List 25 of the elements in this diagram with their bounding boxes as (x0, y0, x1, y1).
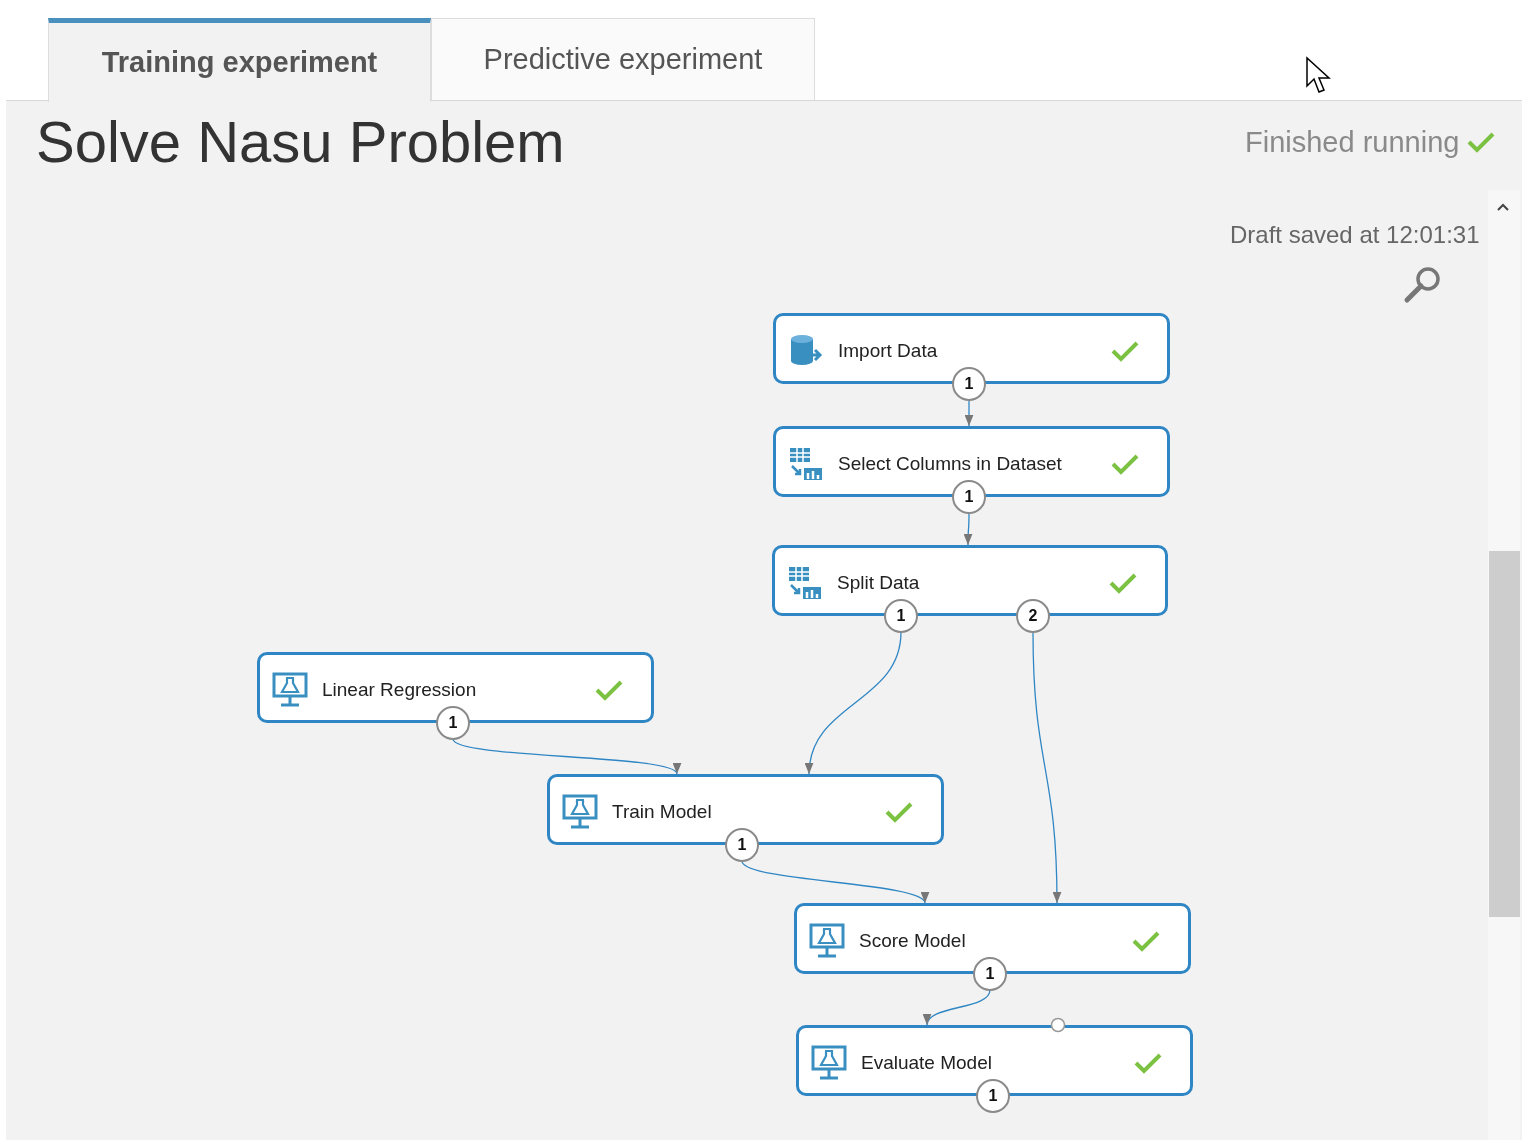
port-circle: 1 (973, 957, 1007, 991)
module-label: Evaluate Model (861, 1052, 992, 1074)
tab: Predictive experiment (431, 18, 815, 100)
connector (805, 631, 902, 775)
status-text: Draft saved at 12:01:31 (1230, 221, 1480, 249)
port-circle: 1 (952, 480, 986, 514)
module-label: Linear Regression (322, 679, 477, 701)
module-label: Train Model (612, 801, 712, 823)
connector (963, 512, 973, 546)
module-label: Select Columns in Dataset (838, 453, 1062, 475)
port-circle: 1 (725, 828, 759, 862)
connector (964, 399, 974, 427)
tab: Training experiment (48, 18, 431, 102)
port-circle: 2 (1016, 599, 1050, 633)
port-circle: 1 (884, 599, 918, 633)
port-circle: 1 (952, 367, 986, 401)
module-label: Score Model (859, 930, 966, 952)
page-title: Solve Nasu Problem (36, 108, 565, 175)
connector (1032, 631, 1062, 904)
port-circle: 1 (436, 706, 470, 740)
status-text: Finished running (1245, 126, 1460, 159)
connector (925, 989, 991, 1026)
port-circle: 1 (976, 1079, 1010, 1113)
module-label: Split Data (837, 572, 920, 594)
module-label: Import Data (838, 340, 938, 362)
